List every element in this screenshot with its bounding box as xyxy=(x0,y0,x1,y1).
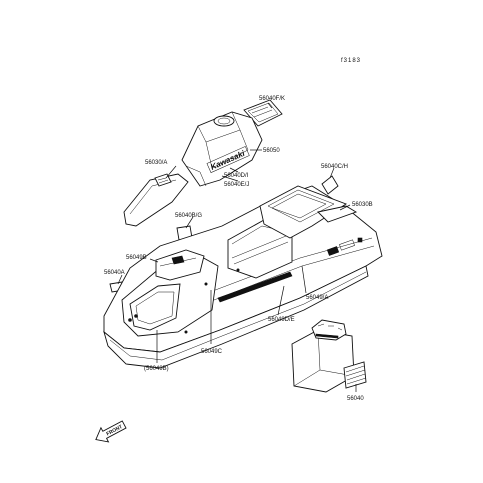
engine-unit-56040 xyxy=(291,319,367,393)
label-56049c: 56049C xyxy=(201,349,223,355)
label-56049a: 56049/A xyxy=(306,295,328,301)
figure-id: f3183 xyxy=(341,58,361,64)
label-56040ch: 56040C/H xyxy=(321,164,348,170)
decal-56040ch xyxy=(321,175,339,195)
label-56050: 56050 xyxy=(263,148,280,154)
label-56030b: 56030B xyxy=(352,202,373,208)
label-56040fk: 56040F/K xyxy=(259,96,285,102)
label-56040bg: 56040B/G xyxy=(175,213,202,219)
front-arrow-icon: FRONT xyxy=(95,420,127,443)
label-56040ej: 56040E/J xyxy=(224,182,249,188)
label-56040di: 56040D/I xyxy=(224,173,249,179)
label-56040a: 56040A xyxy=(104,270,125,276)
label-56030a: 56030/A xyxy=(145,160,167,166)
part-labels: 56040F/K 56050 56040D/I 56040E/J 56030/A… xyxy=(104,96,373,402)
leader-lines xyxy=(117,102,357,392)
label-56049de: 56049D/E xyxy=(268,317,295,323)
label-56040: 56040 xyxy=(347,396,364,402)
hood-cover-56050: Kawasaki xyxy=(181,111,263,187)
label-56049b: 56049B xyxy=(126,255,147,261)
label-56049b-paren: (56049B) xyxy=(144,366,169,372)
hull-body xyxy=(103,185,383,369)
